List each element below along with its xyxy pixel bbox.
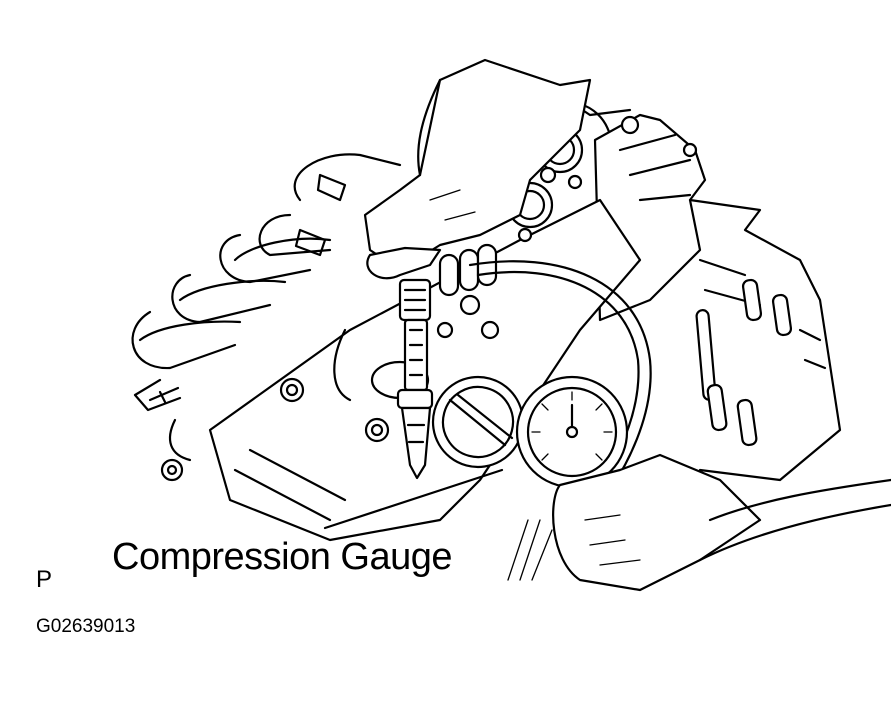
oil-filler-cap xyxy=(431,375,525,469)
compression-gauge-label: Compression Gauge xyxy=(112,536,453,578)
compression-gauge xyxy=(515,375,629,507)
callout-leader xyxy=(323,468,504,530)
view-code-label: P xyxy=(36,566,53,593)
gauge-adapter xyxy=(396,278,434,480)
figure-id-label: G02639013 xyxy=(36,616,136,637)
lower-hand xyxy=(552,453,891,592)
hatching xyxy=(507,519,553,581)
intake-manifold xyxy=(131,153,402,482)
